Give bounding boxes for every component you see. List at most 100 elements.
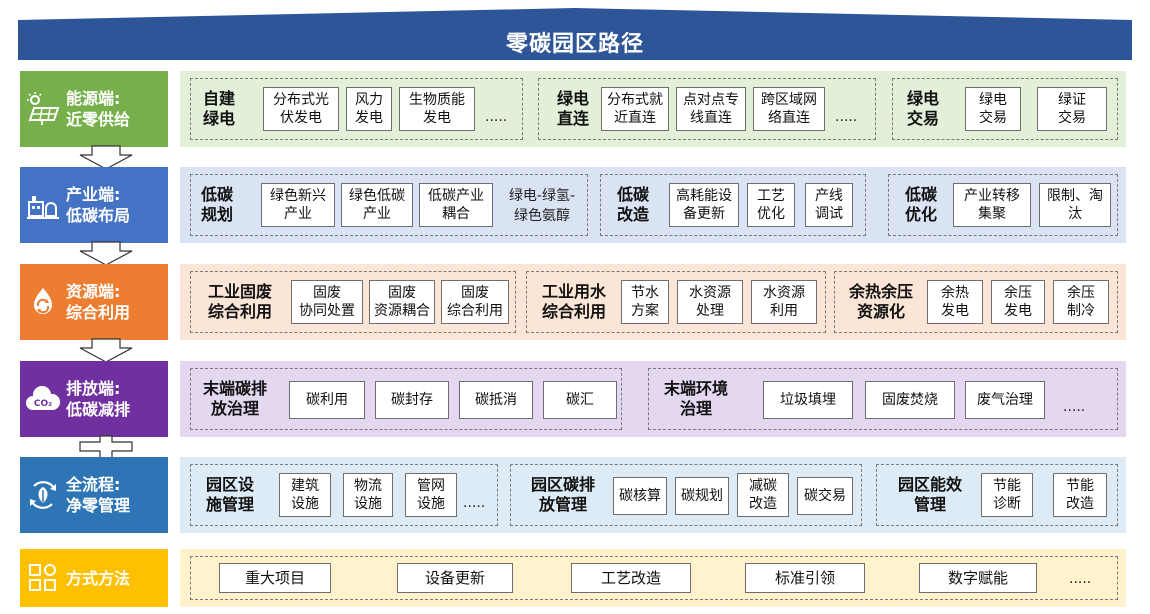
item-cell: 风力发电	[346, 87, 392, 131]
row-panel-method: 重大项目 设备更新 工艺改造 标准引领 数字赋能 .....	[180, 549, 1126, 607]
item-cell: 固废协同处置	[291, 280, 363, 324]
row-label-line2: 净零管理	[66, 496, 131, 515]
down-arrow	[79, 145, 133, 170]
group-waste-heat-pressure: 余热余压资源化 余热发电 余压发电 余压制冷	[834, 271, 1118, 333]
solar-panel-icon	[20, 92, 66, 126]
method-cell: 设备更新	[397, 563, 513, 593]
group-title: 绿电交易	[906, 89, 939, 128]
item-cell: 碳汇	[543, 381, 617, 419]
group-title: 自建绿电	[202, 89, 235, 128]
row-label-line1: 资源端:	[66, 282, 121, 301]
group-low-carbon-retrofit: 低碳改造 高耗能设备更新 工艺优化 产线调试	[600, 174, 866, 236]
group-low-carbon-optimization: 低碳优化 产业转移集聚 限制、淘汰	[888, 174, 1118, 236]
item-cell: 物流设施	[343, 473, 393, 517]
item-cell: 固废综合利用	[441, 280, 509, 324]
banner-shape	[18, 8, 1132, 60]
item-cell: 高耗能设备更新	[669, 183, 739, 227]
extra-text: 绿电-绿氢-绿色氨醇	[508, 188, 576, 224]
group-green-power-trading: 绿电交易 绿电交易 绿证交易	[892, 78, 1118, 140]
co2-icon: CO₂	[20, 386, 66, 412]
row-panel-industry: 低碳规划 绿色新兴产业 绿色低碳产业 低碳产业耦合 绿电-绿氢-绿色氨醇 低碳改…	[180, 167, 1126, 243]
item-cell: 低碳产业耦合	[419, 183, 493, 227]
ellipsis: .....	[485, 109, 508, 125]
ellipsis: .....	[1063, 399, 1086, 415]
item-cell: 余压发电	[991, 280, 1045, 324]
item-cell: 碳封存	[375, 381, 449, 419]
item-cell: 绿色新兴产业	[261, 183, 335, 227]
row-panel-process: 园区设施管理 建筑设施 物流设施 管网设施 ..... 园区碳排放管理 碳核算 …	[180, 457, 1126, 533]
row-panel-energy: 自建绿电 分布式光伏发电 风力发电 生物质能发电 ..... 绿电直连 分布式就…	[180, 71, 1126, 147]
item-cell: 点对点专线直连	[676, 87, 746, 131]
page-title: 零碳园区路径	[505, 32, 644, 57]
method-cell: 数字赋能	[919, 563, 1037, 593]
item-cell: 限制、淘汰	[1039, 183, 1111, 227]
item-cell: 管网设施	[405, 473, 457, 517]
group-title: 园区能效管理	[897, 475, 962, 514]
item-cell: 节能改造	[1053, 473, 1107, 517]
group-end-environment-treatment: 末端环境治理 垃圾填埋 固废焚烧 废气治理 .....	[648, 368, 1118, 430]
item-cell: 跨区域网络直连	[753, 87, 825, 131]
item-cell: 生物质能发电	[399, 87, 475, 131]
row-label-industry: 产业端:低碳布局	[20, 167, 168, 243]
item-cell: 碳抵消	[459, 381, 533, 419]
group-title: 工业用水综合利用	[541, 282, 606, 321]
row-label-process: 全流程: 净零管理	[20, 457, 168, 533]
group-title: 低碳改造	[616, 185, 649, 224]
grid-apps-icon	[20, 563, 66, 593]
item-cell: 固废资源耦合	[369, 280, 435, 324]
item-cell: 分布式就近直连	[601, 87, 669, 131]
row-label-line2: 低碳减排	[66, 400, 131, 419]
group-title: 低碳规划	[200, 185, 233, 224]
item-cell: 余热发电	[927, 280, 983, 324]
item-cell: 产线调试	[805, 183, 853, 227]
group-end-carbon-treatment: 末端碳排放治理 碳利用 碳封存 碳抵消 碳汇	[190, 368, 622, 430]
item-cell: 工艺优化	[747, 183, 795, 227]
title-banner: 零碳园区路径	[18, 8, 1132, 60]
down-arrow	[79, 241, 133, 266]
item-cell: 绿电交易	[965, 87, 1021, 131]
row-label-line1: 产业端:	[66, 185, 121, 204]
row-label-line1: 全流程:	[66, 475, 121, 494]
group-title: 末端碳排放治理	[202, 379, 267, 418]
item-cell: 水资源处理	[677, 280, 743, 324]
group-low-carbon-planning: 低碳规划 绿色新兴产业 绿色低碳产业 低碳产业耦合 绿电-绿氢-绿色氨醇	[190, 174, 588, 236]
factory-icon	[20, 188, 66, 222]
item-cell: 分布式光伏发电	[263, 87, 339, 131]
item-cell: 绿色低碳产业	[341, 183, 413, 227]
group-methods: 重大项目 设备更新 工艺改造 标准引领 数字赋能 .....	[190, 556, 1118, 600]
item-cell: 固废焚烧	[865, 381, 955, 419]
item-cell: 余压制冷	[1053, 280, 1109, 324]
ellipsis: .....	[1069, 571, 1092, 587]
ellipsis: .....	[463, 495, 486, 511]
group-park-energy-efficiency: 园区能效管理 节能诊断 节能改造	[876, 464, 1118, 526]
item-cell: 碳利用	[289, 381, 365, 419]
method-cell: 工艺改造	[571, 563, 691, 593]
group-title: 余热余压资源化	[848, 282, 913, 321]
group-title: 园区设施管理	[205, 475, 254, 514]
item-cell: 水资源利用	[751, 280, 817, 324]
item-cell: 碳交易	[797, 477, 853, 515]
row-label-line2: 综合利用	[66, 303, 131, 322]
recycle-icon	[20, 285, 66, 319]
row-panel-emission: 末端碳排放治理 碳利用 碳封存 碳抵消 碳汇 末端环境治理 垃圾填埋 固废焚烧 …	[180, 361, 1126, 437]
group-park-facility-management: 园区设施管理 建筑设施 物流设施 管网设施 .....	[190, 464, 498, 526]
item-cell: 碳核算	[613, 477, 667, 515]
item-cell: 碳规划	[675, 477, 729, 515]
row-label-energy: 能源端: 近零供给	[20, 71, 168, 147]
group-self-built-green-power: 自建绿电 分布式光伏发电 风力发电 生物质能发电 .....	[190, 78, 523, 140]
group-industrial-solid-waste: 工业固废综合利用 固废协同处置 固废资源耦合 固废综合利用	[190, 271, 516, 333]
item-cell: 产业转移集聚	[953, 183, 1031, 227]
row-label-line2: 近零供给	[66, 110, 131, 129]
row-label-line1: 能源端:	[66, 89, 121, 108]
ellipsis: .....	[835, 109, 858, 125]
group-title: 园区碳排放管理	[530, 475, 595, 514]
method-cell: 标准引领	[745, 563, 865, 593]
row-label-method: 方式方法	[20, 549, 168, 607]
item-cell: 节水方案	[621, 280, 669, 324]
row-panel-resource: 工业固废综合利用 固废协同处置 固废资源耦合 固废综合利用 工业用水综合利用 节…	[180, 264, 1126, 340]
group-title: 低碳优化	[904, 185, 937, 224]
group-title: 末端环境治理	[663, 379, 728, 418]
group-industrial-water: 工业用水综合利用 节水方案 水资源处理 水资源利用	[526, 271, 826, 333]
item-cell: 减碳改造	[737, 473, 789, 517]
item-cell: 垃圾填埋	[763, 381, 853, 419]
